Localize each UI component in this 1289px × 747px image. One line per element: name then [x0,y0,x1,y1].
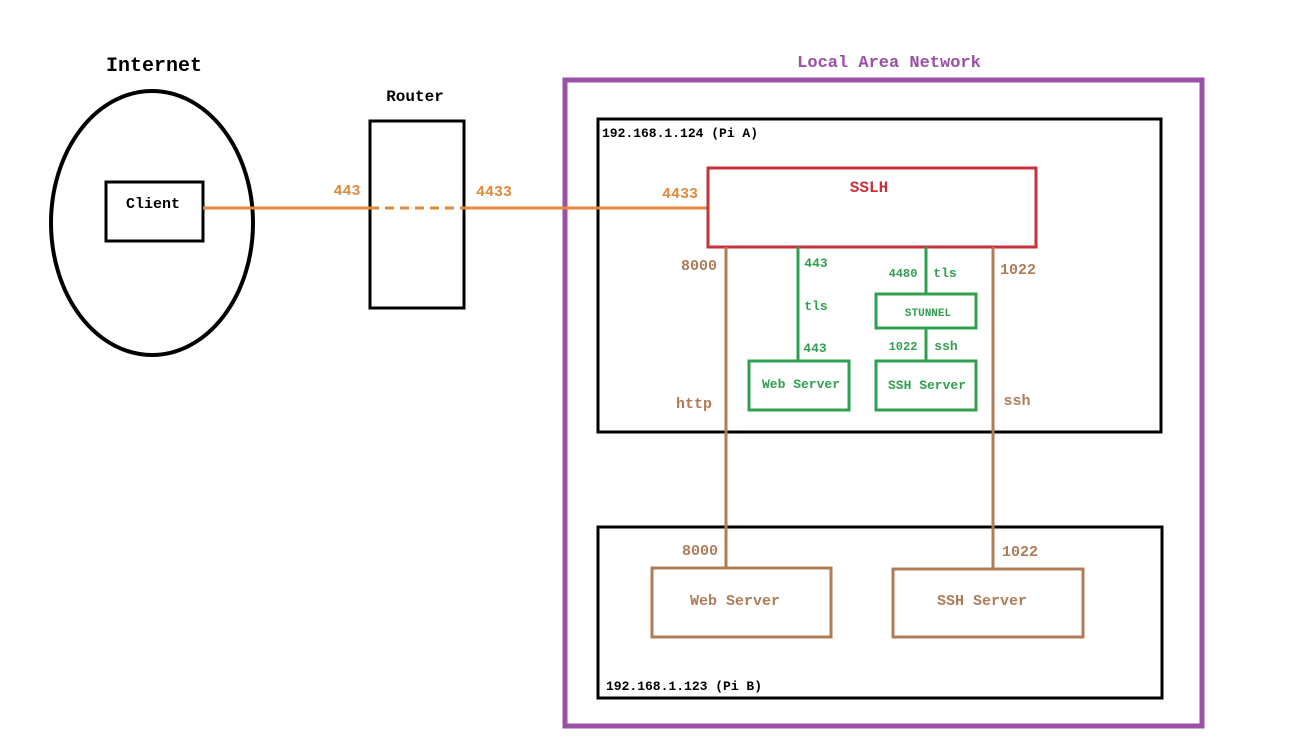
ssh-server-a-box [874,359,978,412]
port-pib-web: 8000 [682,543,718,560]
router-box [368,119,466,310]
ssh-server-b-label: SSH Server [937,593,1027,610]
port-sslh-ssh: 1022 [1000,262,1036,279]
web-server-b-box [650,566,833,639]
port-pib-ssh: 1022 [1002,544,1038,561]
port-sslh-in: 4433 [662,186,698,203]
pi-a-label: 192.168.1.124 (Pi A) [602,126,758,141]
port-web-in: 443 [803,341,827,356]
ssh-server-b-box [891,567,1085,639]
internet-ellipse [49,89,255,357]
client-box [104,180,205,243]
stunnel-label: STUNNEL [905,308,952,320]
client-label: Client [126,196,180,213]
sslh-box [706,166,1038,249]
proto-stunnel-ssh: ssh [934,339,958,354]
web-server-a-box [747,359,851,412]
lan-boundary [562,77,1205,729]
proto-stunnel-tls: tls [933,266,957,281]
lan-label: Local Area Network [797,54,981,73]
port-stunnel-out: 1022 [889,340,918,354]
port-router-out: 4433 [476,184,512,201]
proto-ssh: ssh [1003,393,1030,410]
port-sslh-stunnel: 4480 [889,267,918,281]
proto-web-tls: tls [804,299,828,314]
proto-http: http [676,396,712,413]
port-sslh-web: 443 [804,256,828,271]
web-server-a-label: Web Server [762,377,840,392]
port-sslh-http: 8000 [681,258,717,275]
pi-b-box [596,525,1164,700]
pi-a-box [596,117,1163,434]
pi-b-label: 192.168.1.123 (Pi B) [606,679,762,694]
ssh-server-a-label: SSH Server [888,378,966,393]
router-label: Router [386,88,444,106]
sslh-label: SSLH [850,179,888,197]
web-server-b-label: Web Server [690,593,780,610]
port-client-out: 443 [333,183,360,200]
internet-label: Internet [106,55,202,78]
